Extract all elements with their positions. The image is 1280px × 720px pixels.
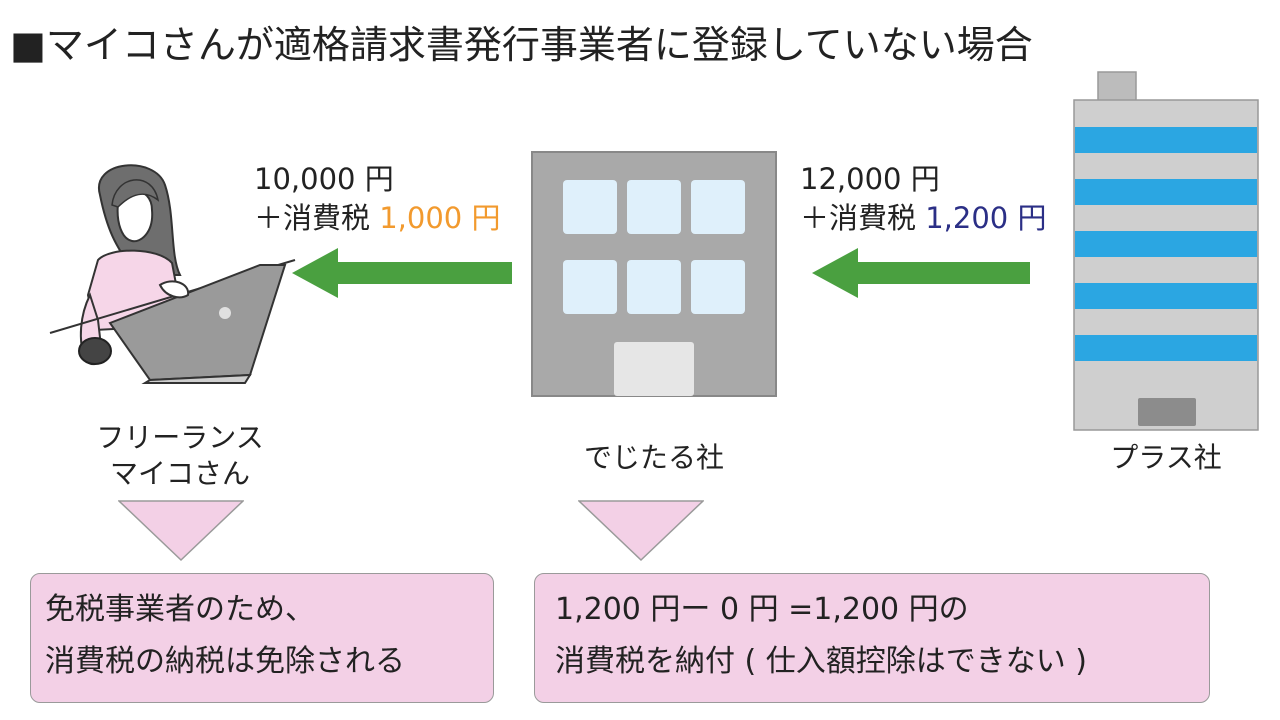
freelancer-label-line2: マイコさん — [109, 457, 250, 490]
left-note-line2: 消費税の納税は免除される — [45, 644, 405, 679]
right-note-line1: 1,200 円ー 0 円 =1,200 円の — [555, 592, 969, 627]
right-tax-prefix: ＋消費税 — [800, 201, 926, 235]
company-building — [531, 151, 777, 397]
right-note-line2: 消費税を納付 ( 仕入額控除はできない ) — [555, 644, 1088, 679]
left-down-triangle — [118, 500, 244, 562]
left-note-box: 免税事業者のため、 消費税の納税は免除される — [30, 573, 494, 703]
right-arrow — [812, 248, 1030, 298]
right-amount: 12,000 円 — [800, 162, 940, 196]
left-note-line1: 免税事業者のため、 — [45, 592, 315, 627]
freelancer-illustration — [49, 164, 296, 384]
right-tax-value: 1,200 円 — [925, 201, 1047, 235]
freelancer-label: フリーランス マイコさん — [60, 420, 300, 492]
company-label: でじたる社 — [583, 441, 724, 474]
plus-building — [1073, 71, 1259, 431]
freelancer-label-line1: フリーランス — [96, 421, 264, 454]
left-amount: 10,000 円 — [254, 162, 394, 196]
right-note-box: 1,200 円ー 0 円 =1,200 円の 消費税を納付 ( 仕入額控除はでき… — [534, 573, 1210, 703]
right-tax-line: ＋消費税 1,200 円 — [800, 199, 1046, 237]
left-tax-line: ＋消費税 1,000 円 — [254, 199, 500, 237]
left-arrow — [292, 248, 512, 298]
left-tax-prefix: ＋消費税 — [254, 201, 380, 235]
plus-label: プラス社 — [1110, 441, 1222, 474]
right-down-triangle — [578, 500, 704, 562]
page-title: ■マイコさんが適格請求書発行事業者に登録していない場合 — [10, 23, 1033, 67]
left-tax-value: 1,000 円 — [379, 201, 501, 235]
